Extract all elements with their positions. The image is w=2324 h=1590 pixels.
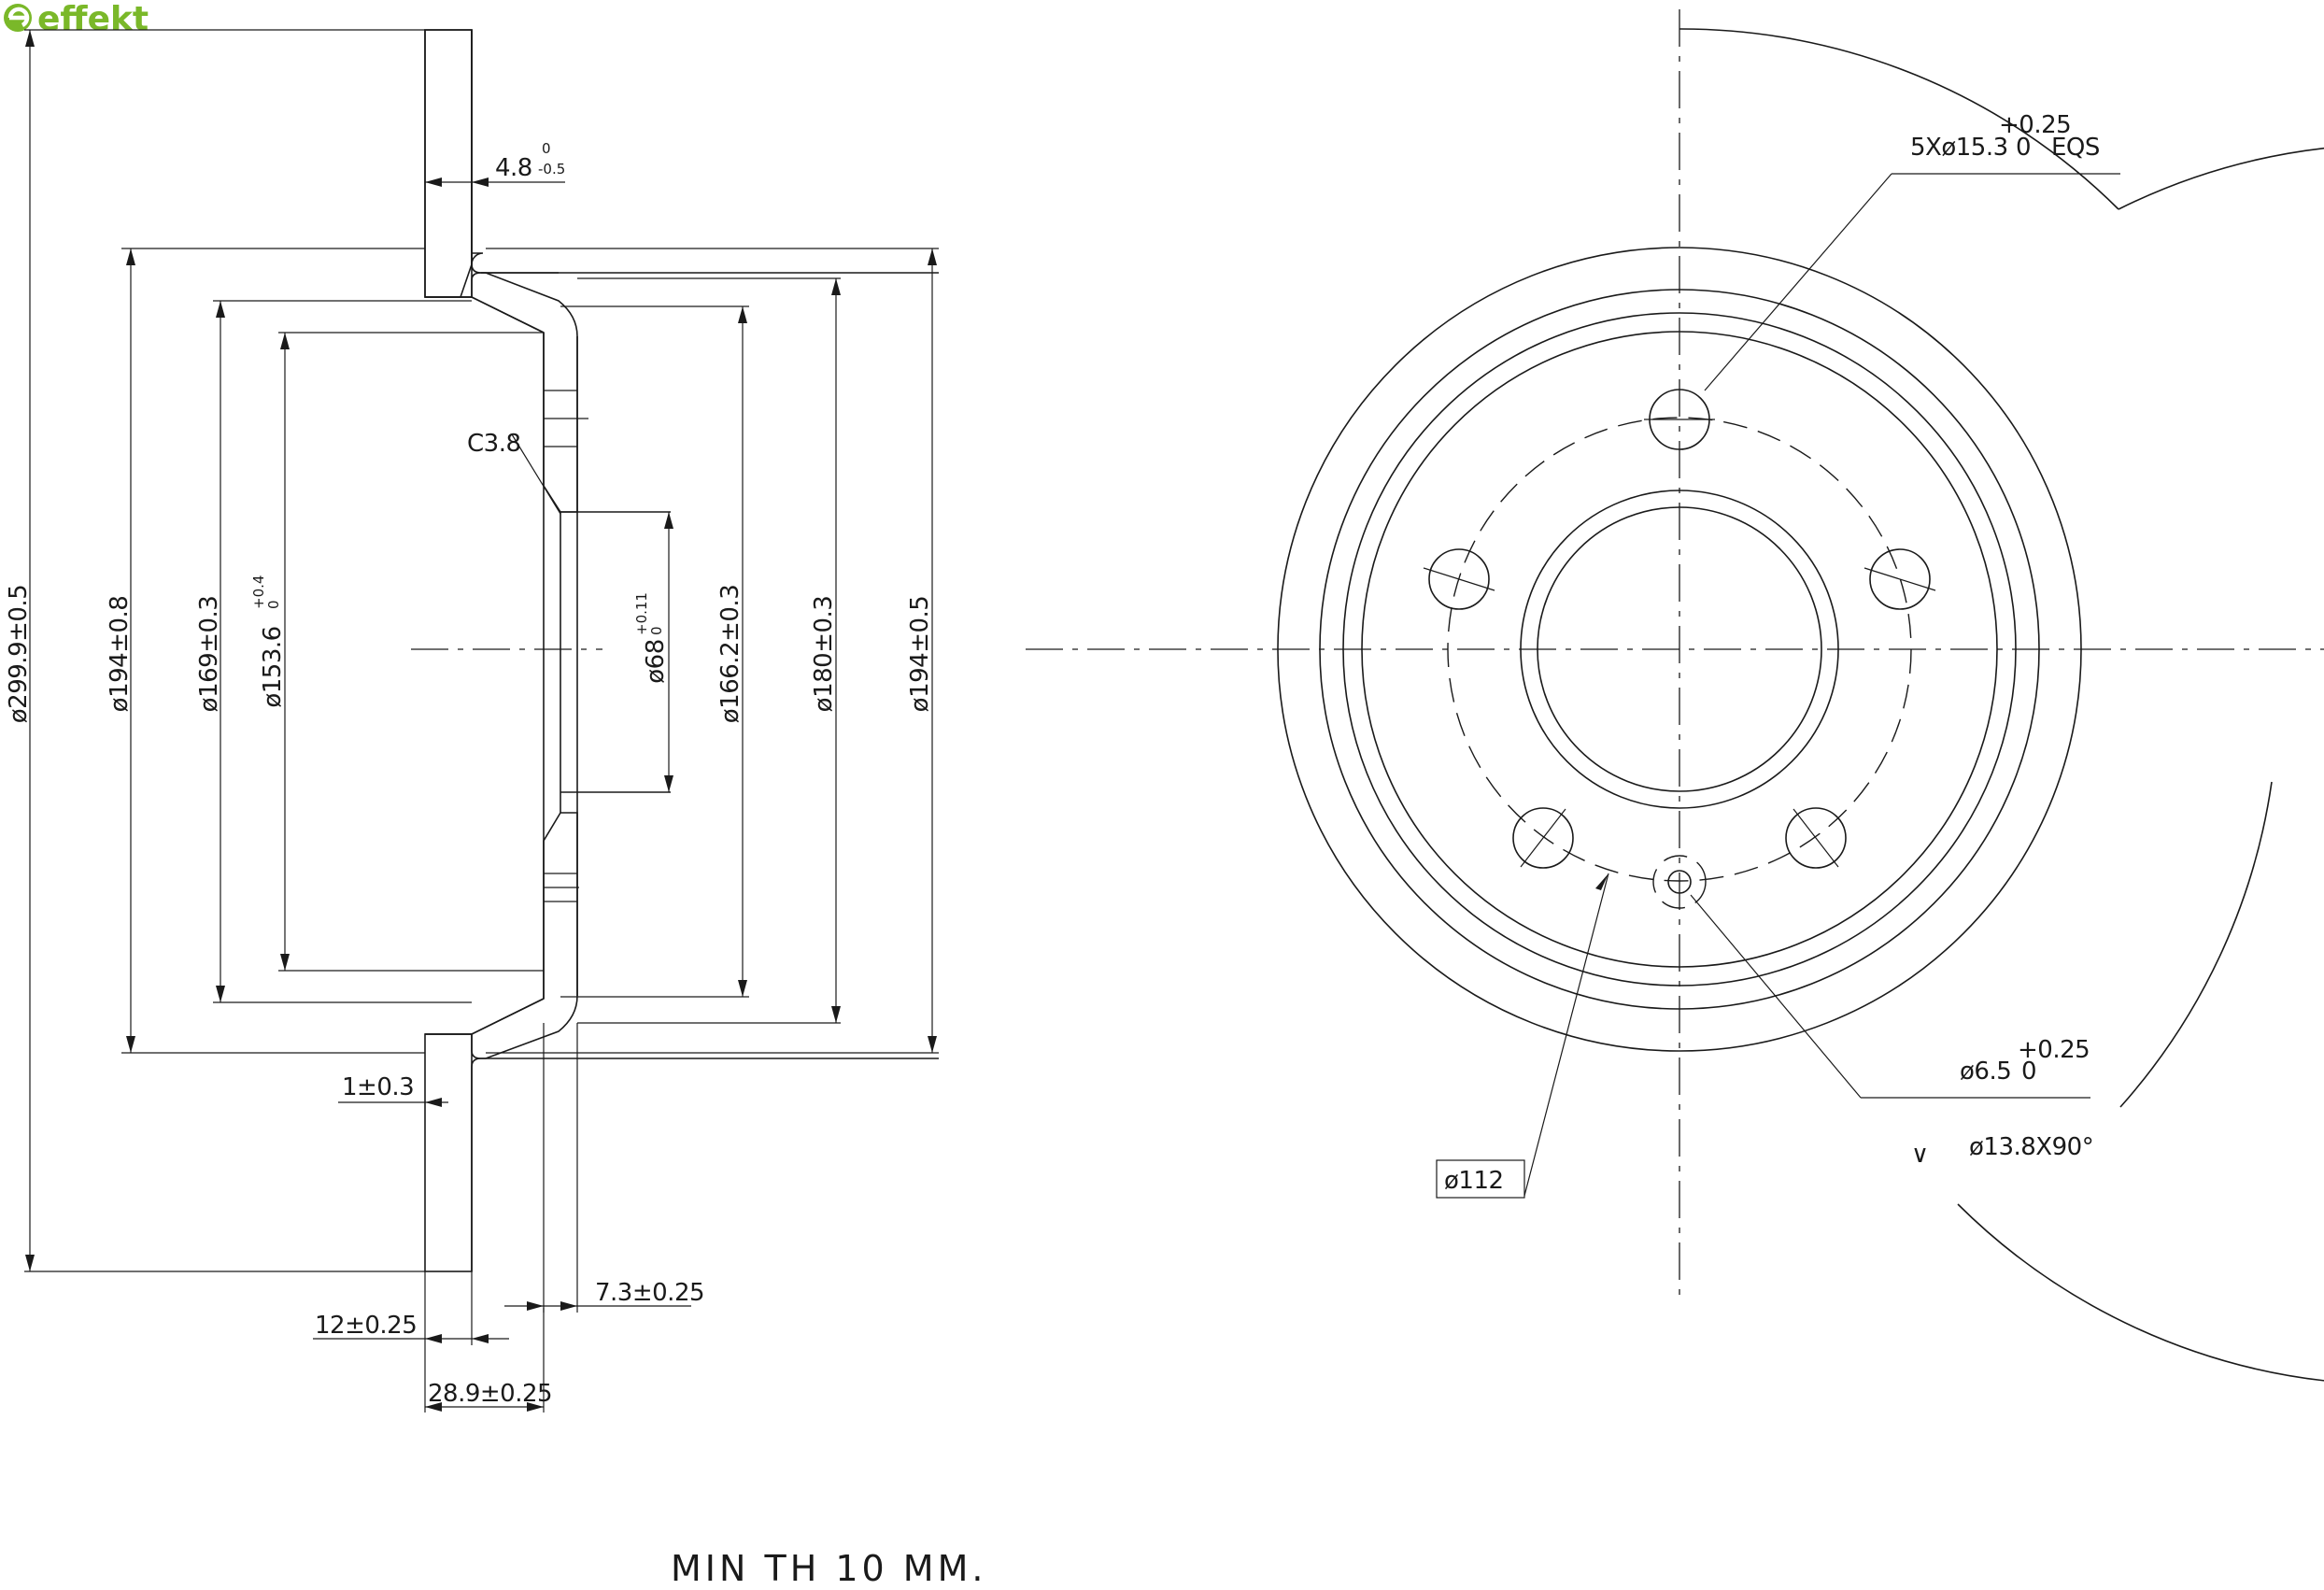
dim-7-3: 7.3±0.25 <box>504 1023 705 1313</box>
dim-169: ø169±0.3 <box>195 596 223 713</box>
bolt-holes-suffix: EQS <box>2051 134 2100 162</box>
friction-ring-lower <box>424 1033 473 1272</box>
brand-name: effekt <box>37 0 149 38</box>
dim-7-3-label: 7.3±0.25 <box>595 1279 704 1307</box>
hub-section-upper <box>425 272 578 513</box>
dim-68-lower: 0 <box>648 626 665 635</box>
center-bore <box>1537 506 1822 792</box>
pcd-label: ø112 <box>1444 1167 1504 1195</box>
ring-169 <box>1361 331 1998 968</box>
bolt-holes <box>1423 389 1936 869</box>
friction-ring-upper <box>424 29 473 298</box>
dim-4-8-upper: 0 <box>542 140 551 157</box>
ring-194 <box>1277 247 2082 1052</box>
hub-section-lower <box>425 812 578 1059</box>
dim-outer-diameter: ø299.9±0.5 <box>5 585 33 723</box>
dim-4-8: 4.8 0 -0.5 <box>425 140 565 187</box>
center-bore-outer <box>1520 490 1839 809</box>
bolt-holes-upper: +0.25 <box>1999 111 2071 139</box>
ring-166 <box>1342 312 2017 987</box>
dim-180: ø180±0.3 <box>810 596 838 713</box>
chamfer-label: C3.8 <box>467 430 521 458</box>
chamfer-callout: C3.8 <box>467 430 561 515</box>
dim-153: ø153.6 +0.4 0 <box>250 575 287 708</box>
dim-153-base: ø153.6 <box>259 626 287 707</box>
dim-lines-vertical <box>25 30 937 1271</box>
dim-4-8-base: 4.8 <box>495 154 532 182</box>
dim-28-9: 28.9±0.25 <box>425 1308 553 1413</box>
pin-hole <box>1652 855 1707 909</box>
pcd-circle <box>1447 417 1912 882</box>
bolt-holes-lower: 0 <box>2016 134 2031 162</box>
pin-hole-lower: 0 <box>2021 1058 2036 1086</box>
countersink-text: ø13.8X90° <box>1969 1133 2093 1161</box>
bolt-holes-callout: 5Xø15.3 +0.25 0 EQS <box>1704 111 2120 391</box>
dim-12: 12±0.25 <box>313 1271 509 1413</box>
dim-153-lower: 0 <box>265 600 282 609</box>
disc-outer-edge <box>1957 147 2324 1382</box>
dim-1: 1±0.3 <box>338 1073 448 1107</box>
dim-68-upper: +0.11 <box>633 592 650 635</box>
front-view: 5Xø15.3 +0.25 0 EQS ø6.5 +0.25 0 ∨ ø13.8… <box>1026 9 2324 1382</box>
dim-194-left: ø194±0.8 <box>106 596 134 713</box>
bolt-holes-prefix: 5Xø15.3 <box>1910 134 2008 162</box>
dim-1-label: 1±0.3 <box>342 1073 414 1101</box>
countersink-note: ∨ ø13.8X90° <box>1911 1133 2094 1169</box>
pin-hole-callout: ø6.5 +0.25 0 <box>1690 894 2090 1099</box>
friction-ring-section <box>424 29 484 298</box>
pin-hole-upper: +0.25 <box>2018 1036 2090 1064</box>
dim-12-label: 12±0.25 <box>315 1312 417 1340</box>
side-section-view: ø299.9±0.5 ø194±0.8 ø169±0.3 ø153.6 +0.4… <box>5 29 939 1413</box>
dim-166: ø166.2±0.3 <box>716 585 744 723</box>
pcd-callout: ø112 <box>1436 873 1609 1199</box>
effekt-logo: effekt <box>4 0 149 38</box>
dim-4-8-lower: -0.5 <box>538 161 565 177</box>
dim-68-base: ø68 <box>642 639 670 684</box>
ring-180 <box>1319 289 2040 1010</box>
countersink-symbol: ∨ <box>1911 1141 1929 1169</box>
dim-194-right: ø194±0.5 <box>906 596 934 713</box>
dim-28-9-label: 28.9±0.25 <box>428 1380 552 1408</box>
dim-153-upper: +0.4 <box>250 575 267 609</box>
dim-68: ø68 +0.11 0 <box>633 592 670 684</box>
min-thickness-note: MIN TH 10 MM. <box>671 1548 986 1589</box>
pin-hole-base: ø6.5 <box>1960 1058 2011 1086</box>
